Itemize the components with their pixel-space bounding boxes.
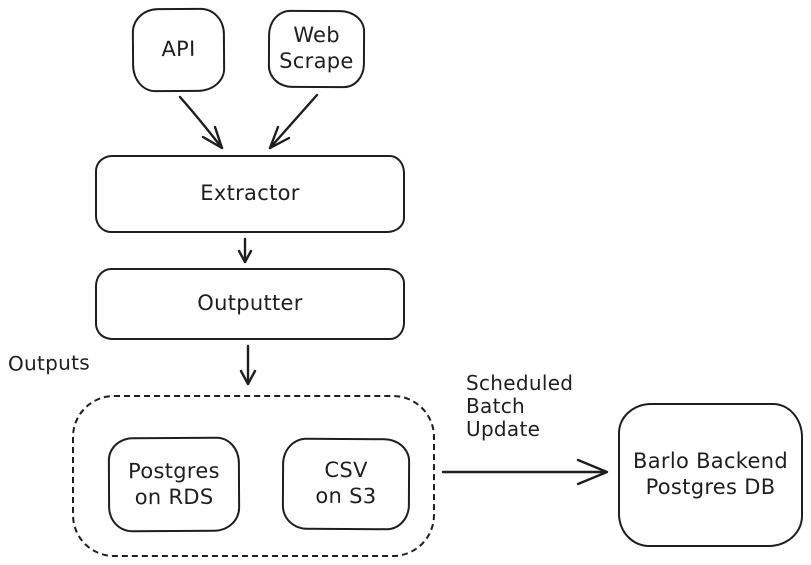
node-web-scrape: Web Scrape <box>267 9 366 89</box>
arrow-webscrape-to-extractor <box>268 93 319 150</box>
node-outputter-label: Outputter <box>197 291 303 316</box>
arrow-extractor-to-outputter <box>237 237 253 264</box>
node-extractor-label: Extractor <box>200 181 300 206</box>
node-api: API <box>131 7 226 93</box>
node-barlo-backend-postgres-db-label: Barlo Backend Postgres DB <box>633 449 788 499</box>
arrow-api-to-extractor <box>178 95 224 150</box>
node-postgres-on-rds-label: Postgres on RDS <box>128 458 220 509</box>
outputs-group-label: Outputs <box>7 350 91 376</box>
node-barlo-backend-postgres-db: Barlo Backend Postgres DB <box>618 403 803 547</box>
node-postgres-on-rds: Postgres on RDS <box>107 436 241 533</box>
arrow-outputter-to-outputs <box>239 344 257 386</box>
arrow-outputs-to-barlo <box>441 458 609 486</box>
node-extractor: Extractor <box>95 155 405 233</box>
node-outputter: Outputter <box>95 268 405 340</box>
node-csv-on-s3: CSV on S3 <box>281 437 411 531</box>
node-web-scrape-label: Web Scrape <box>279 23 354 74</box>
outputs-group-container <box>72 395 435 557</box>
edge-label-scheduled-batch-update: Scheduled Batch Update <box>466 371 574 442</box>
node-api-label: API <box>161 37 196 62</box>
node-csv-on-s3-label: CSV on S3 <box>315 458 377 509</box>
